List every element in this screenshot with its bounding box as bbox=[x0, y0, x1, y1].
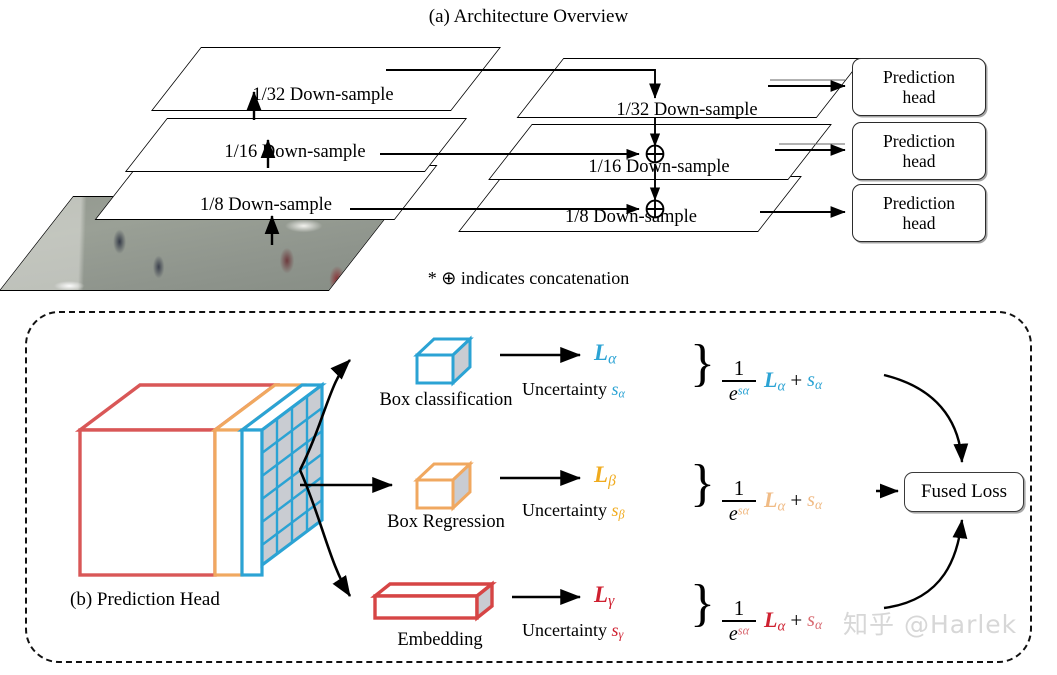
right-plane-32-label: 1/32 Down-sample bbox=[616, 100, 758, 120]
brace-beta: } bbox=[690, 455, 715, 512]
prediction-head-2-line1: Prediction bbox=[883, 130, 955, 151]
prediction-head-3-line2: head bbox=[902, 213, 936, 233]
frac-den-gamma: esα bbox=[728, 622, 750, 645]
prediction-head-1-line1: Prediction bbox=[883, 66, 955, 87]
formula-loss-alpha: Lα bbox=[764, 366, 786, 394]
panel-a-title: (a) Architecture Overview bbox=[428, 6, 629, 27]
formula-beta: 1 esα Lα + sα bbox=[722, 478, 822, 524]
frac-den-alpha: esα bbox=[728, 382, 750, 405]
frac-den-beta: esα bbox=[728, 502, 750, 525]
formula-tail-gamma: sα bbox=[807, 608, 823, 632]
formula-tail-beta: sα bbox=[807, 488, 823, 512]
prediction-head-1[interactable]: Prediction head bbox=[852, 58, 986, 116]
loss-symbol-gamma: Lγ bbox=[594, 582, 615, 610]
uncertainty-gamma: Uncertainty sγ bbox=[522, 620, 624, 642]
prediction-head-2-line2: head bbox=[902, 151, 936, 171]
watermark: 知乎 @Harlek bbox=[843, 610, 1018, 639]
right-plane-16-label: 1/16 Down-sample bbox=[588, 157, 730, 177]
left-plane-8-label: 1/8 Down-sample bbox=[199, 195, 333, 215]
panel-b-label: (b) Prediction Head bbox=[70, 589, 220, 610]
prediction-head-1-line2: head bbox=[902, 87, 936, 107]
brace-gamma: } bbox=[690, 575, 715, 632]
frac-bar-alpha bbox=[722, 380, 756, 382]
formula-loss-beta: Lα bbox=[764, 486, 786, 514]
frac-num-gamma: 1 bbox=[733, 596, 745, 620]
loss-symbol-alpha: Lα bbox=[594, 340, 617, 368]
panel-b-container bbox=[25, 311, 1032, 663]
cube-icon-orange bbox=[413, 460, 474, 512]
loss-symbol-beta: Lβ bbox=[594, 462, 616, 490]
right-plane-8-label: 1/8 Down-sample bbox=[564, 207, 698, 227]
prediction-head-3-line1: Prediction bbox=[883, 192, 955, 213]
fused-loss-label: Fused Loss bbox=[920, 481, 1008, 502]
prediction-head-3[interactable]: Prediction head bbox=[852, 184, 986, 242]
frac-bar-gamma bbox=[722, 620, 756, 622]
branch-label-box-classification: Box classification bbox=[379, 390, 513, 410]
formula-plus-beta: + bbox=[790, 488, 803, 513]
brace-alpha: } bbox=[690, 335, 715, 392]
formula-plus-alpha: + bbox=[790, 368, 803, 393]
frac-bar-beta bbox=[722, 500, 756, 502]
uncertainty-beta: Uncertainty sβ bbox=[522, 500, 625, 522]
formula-loss-gamma: Lα bbox=[764, 606, 786, 634]
branch-label-embedding: Embedding bbox=[397, 630, 483, 650]
fused-loss-box[interactable]: Fused Loss bbox=[904, 472, 1024, 512]
formula-gamma: 1 esα Lα + sα bbox=[722, 598, 822, 644]
feature-cube-icon bbox=[74, 381, 327, 577]
branch-label-box-regression: Box Regression bbox=[387, 512, 505, 532]
formula-plus-gamma: + bbox=[790, 608, 803, 633]
uncertainty-alpha: Uncertainty sα bbox=[522, 379, 625, 401]
panel-a-footnote: * ⊕ indicates concatenation bbox=[427, 268, 630, 288]
cube-icon-blue bbox=[413, 335, 474, 387]
frac-num-beta: 1 bbox=[733, 476, 745, 500]
left-plane-16-label: 1/16 Down-sample bbox=[224, 142, 366, 162]
formula-alpha: 1 esα Lα + sα bbox=[722, 358, 822, 404]
frac-num-alpha: 1 bbox=[733, 356, 745, 380]
left-plane-32-label: 1/32 Down-sample bbox=[252, 85, 394, 105]
formula-tail-alpha: sα bbox=[807, 368, 823, 392]
slab-icon-red bbox=[370, 580, 497, 622]
prediction-head-2[interactable]: Prediction head bbox=[852, 122, 986, 180]
